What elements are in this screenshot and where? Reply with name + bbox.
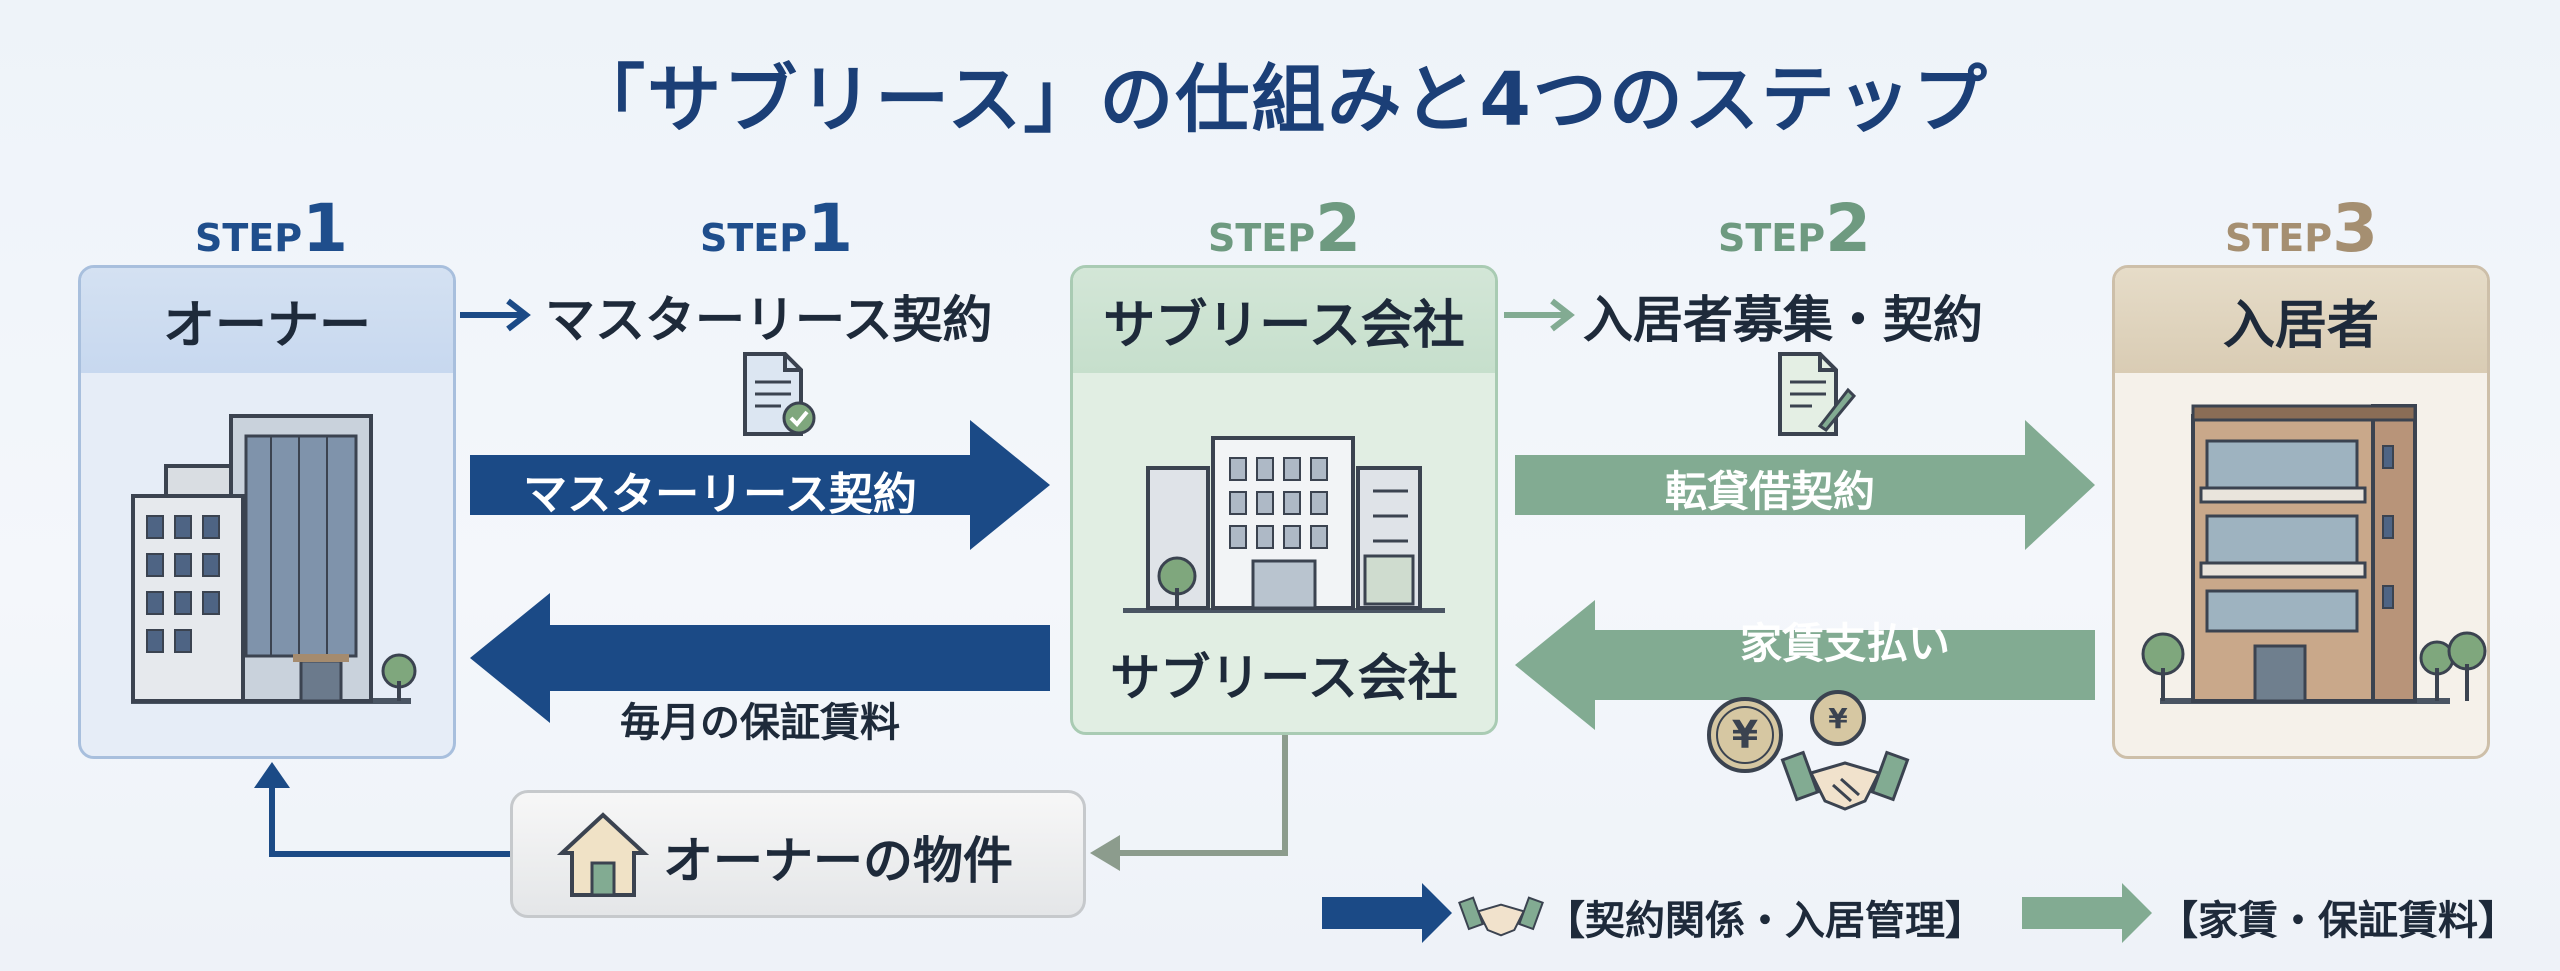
- sublease-company-card: サブリース会社 サブリース会社: [1070, 265, 1498, 735]
- yen-coin-icon: ¥ ¥: [1707, 690, 1866, 773]
- legend-green-label: 【家賃・保証賃料】: [2158, 898, 2518, 944]
- signed-document-icon: [1778, 352, 1857, 436]
- sublease-company-label: サブリース会社: [1073, 268, 1495, 373]
- sublease-contract-arrow: [1515, 420, 2095, 550]
- diagram-title: 「サブリース」の仕組みと4つのステップ: [571, 57, 1989, 143]
- owner-label: オーナー: [81, 268, 453, 373]
- sublease-contract-arrow-label: 転貸借契約: [1664, 467, 1875, 516]
- step-label-sublease: STEP2: [1208, 190, 1362, 267]
- owner-property-label: オーナーの物件: [663, 832, 1013, 890]
- sublease-company-bottom-label: サブリース会社: [1110, 649, 1458, 707]
- master-lease-arrow: [470, 420, 1050, 550]
- legend-green-arrow: [2022, 883, 2152, 943]
- recruit-heading: 入居者募集・契約: [1583, 291, 1983, 349]
- legend-blue-label: 【契約関係・入居管理】: [1545, 898, 1985, 944]
- rent-payment-arrow: [1515, 600, 2095, 730]
- sublease-building-icon: [1123, 436, 1445, 613]
- legend-handshake-icon: [1458, 896, 1544, 937]
- monthly-guarantee-arrow: [470, 593, 1050, 723]
- step-label-owner: STEP1: [195, 190, 349, 267]
- house-icon: [556, 812, 650, 897]
- handshake-icon: [1780, 750, 1910, 811]
- sublease-to-recruit-arrow-icon: [1504, 298, 1575, 332]
- master-lease-arrow-label: マスターリース契約: [523, 469, 917, 520]
- apartment-building-icon: [2141, 404, 2487, 704]
- step-label-master-lease: STEP1: [700, 190, 854, 267]
- rent-payment-arrow-label: 家賃支払い: [1739, 619, 1950, 668]
- property-to-owner-connector: [254, 762, 510, 857]
- master-lease-heading: マスターリース契約: [545, 291, 993, 349]
- resident-label: 入居者: [2115, 268, 2487, 373]
- resident-card: 入居者: [2112, 265, 2490, 759]
- monthly-guarantee-label: 毎月の保証賃料: [620, 700, 900, 746]
- legend-blue-arrow: [1322, 883, 1452, 943]
- owner-to-master-lease-arrow-icon: [460, 298, 531, 332]
- svg-text:¥: ¥: [1732, 713, 1758, 757]
- step-label-recruit: STEP2: [1718, 190, 1872, 267]
- contract-document-icon: [743, 352, 816, 436]
- owner-property-box: オーナーの物件: [510, 790, 1086, 918]
- step-label-resident: STEP3: [2225, 190, 2379, 267]
- sublease-to-property-connector: [1090, 735, 1288, 871]
- owner-card: オーナー: [78, 265, 456, 759]
- svg-text:¥: ¥: [1828, 702, 1848, 735]
- office-building-icon: [131, 414, 417, 704]
